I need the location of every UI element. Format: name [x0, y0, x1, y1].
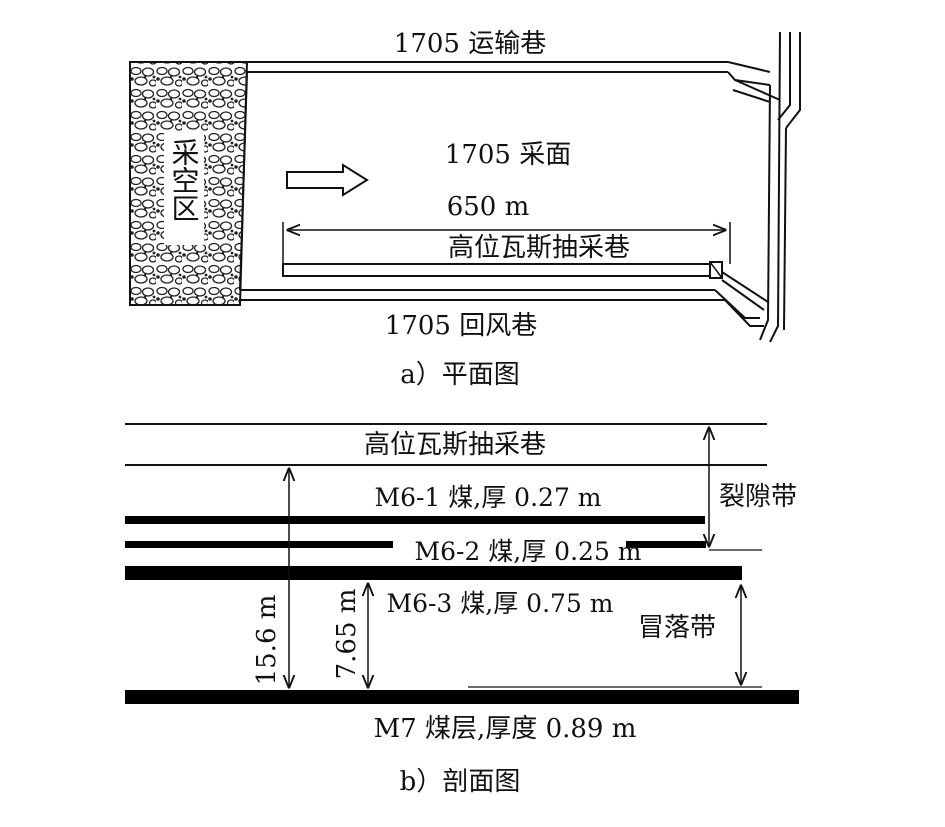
seam-m7-label: M7 煤层,厚度 0.89 m — [374, 714, 637, 744]
goaf-label-bg — [164, 133, 204, 245]
seam-m6-1 — [125, 516, 705, 524]
section-caption: b）剖面图 — [400, 767, 521, 797]
section-view: 高位瓦斯抽采巷 裂隙带 M6-1 煤,厚 0.27 m M6-2 煤,厚 0.2… — [125, 423, 799, 797]
seam-m6-1-label: M6-1 煤,厚 0.27 m — [374, 483, 601, 512]
transport-roadway-junction — [727, 61, 771, 86]
seam-m7 — [125, 690, 799, 704]
dimension-15-6-label: 15.6 m — [252, 595, 282, 686]
main-shaft-2 — [777, 32, 801, 331]
valve-mark — [709, 261, 723, 279]
face-label: 1705 采面 — [445, 140, 571, 170]
face-boundary — [239, 71, 248, 291]
main-shaft-1 — [759, 31, 781, 343]
advance-arrow — [286, 163, 369, 197]
drainage-roadway — [282, 263, 712, 277]
plan-caption: a）平面图 — [400, 360, 520, 390]
return-airway-label: 1705 回风巷 — [385, 311, 537, 341]
shaft-branch — [732, 79, 781, 103]
caving-zone-label: 冒落带 — [638, 613, 716, 643]
goaf-label: 采空区 — [168, 138, 201, 222]
seam-m6-2-label: M6-2 煤,厚 0.25 m — [414, 537, 641, 566]
seam-m6-3 — [125, 566, 742, 580]
length-label: 650 m — [447, 192, 530, 222]
seam-m6-3-label: M6-3 煤,厚 0.75 m — [386, 589, 613, 618]
dimension-7-65-label: 7.65 m — [332, 589, 362, 680]
plan-view: 采空区 1705 运输巷 1705 采面 650 m 高位瓦斯抽采巷 1705 … — [129, 29, 801, 390]
seam-m6-2-left — [125, 541, 393, 548]
transport-roadway-label: 1705 运输巷 — [394, 29, 546, 59]
section-roadway-label: 高位瓦斯抽采巷 — [364, 430, 546, 460]
drainage-roadway-label: 高位瓦斯抽采巷 — [448, 233, 630, 263]
drainage-branch — [714, 271, 769, 327]
seam-m6-2-right — [626, 541, 706, 548]
fracture-zone-label: 裂隙带 — [719, 482, 797, 512]
